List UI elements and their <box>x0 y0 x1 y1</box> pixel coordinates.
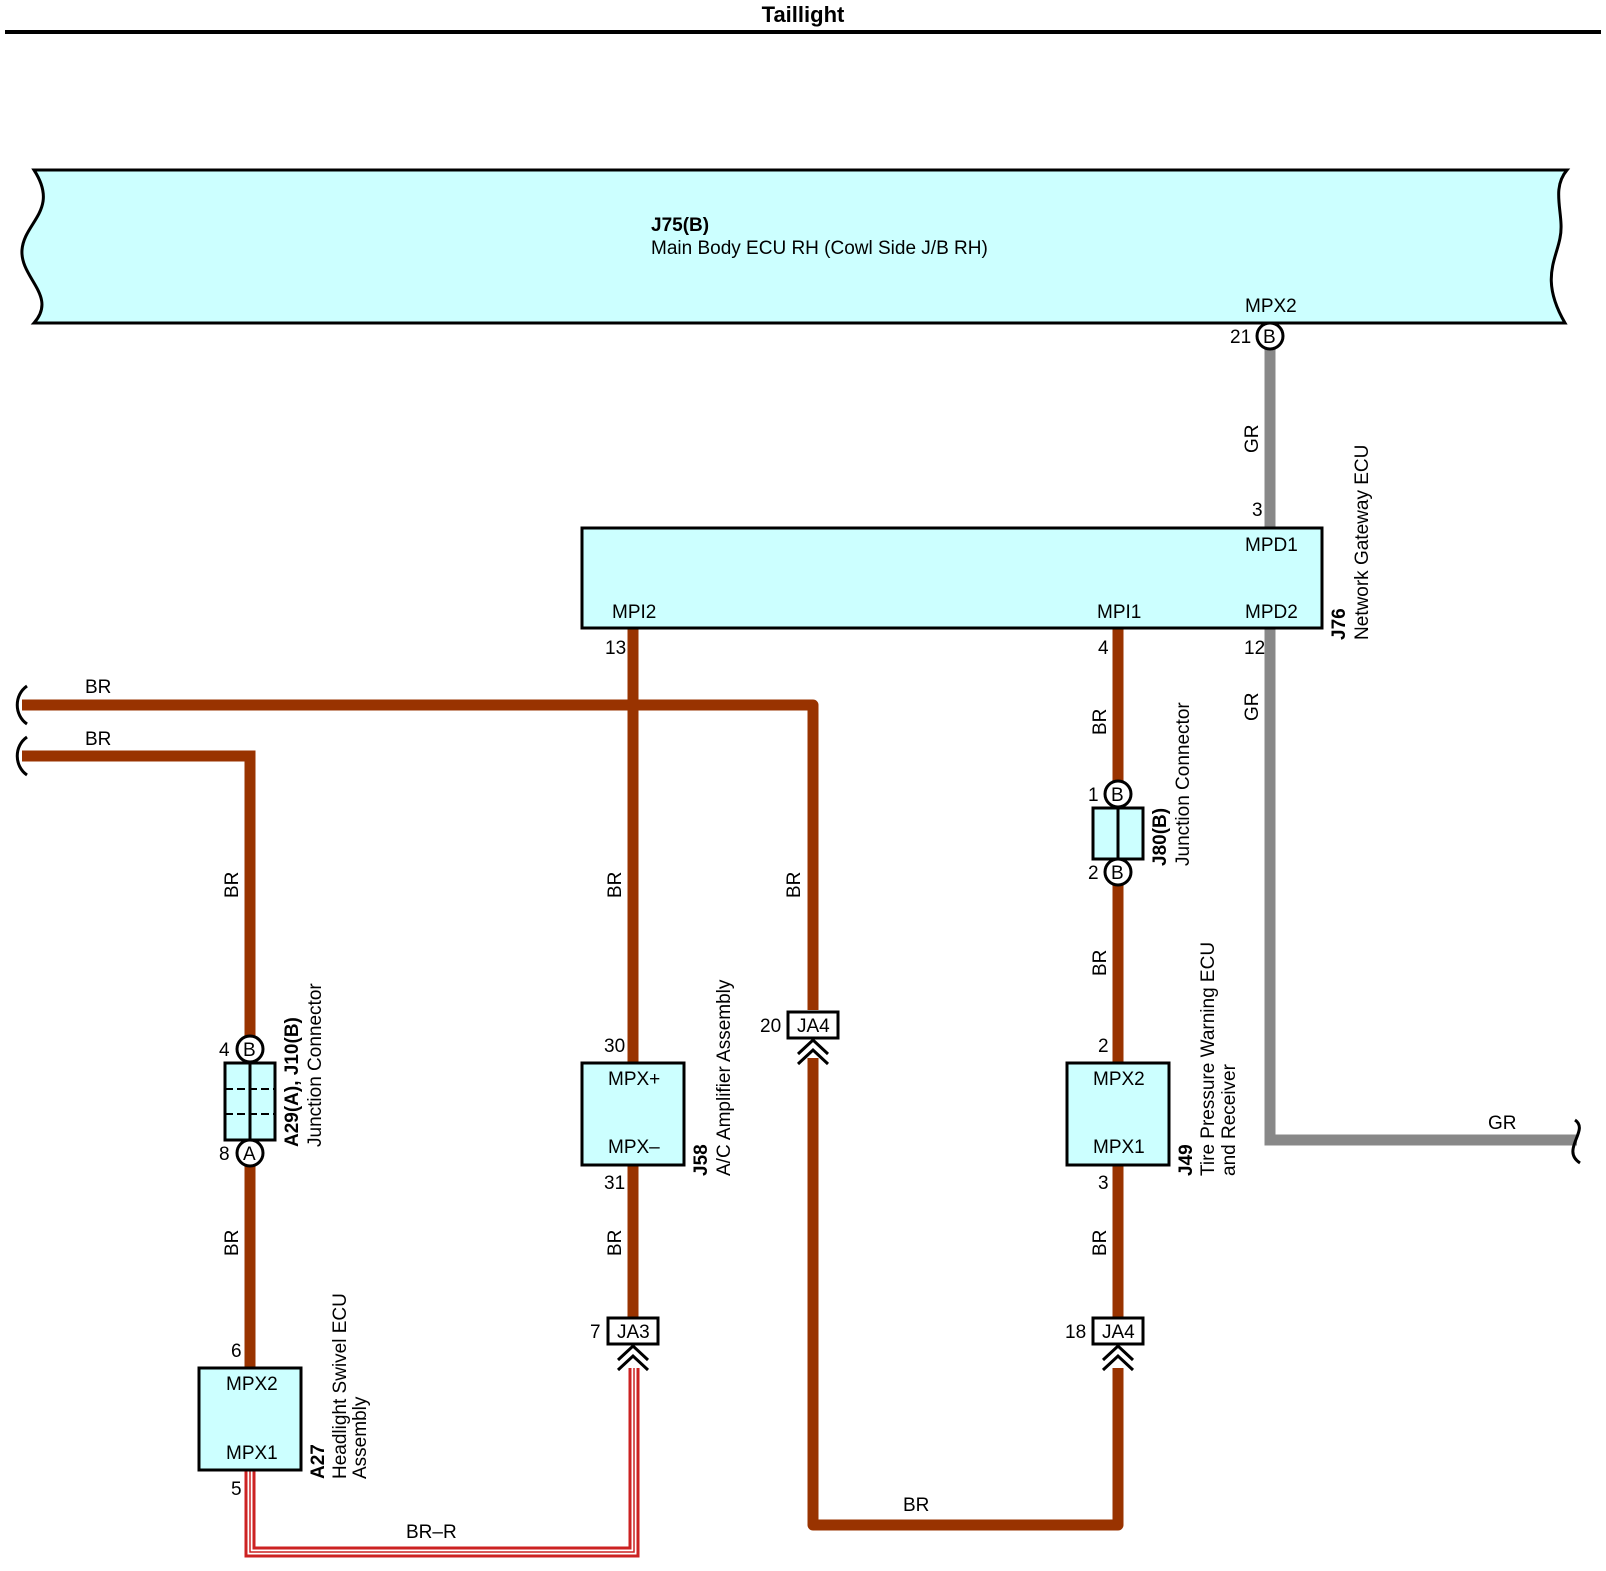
wire-break-left-second <box>15 735 28 777</box>
wire-label-br-second: BR <box>85 729 111 750</box>
headlight-swivel-name-1: Headlight Swivel ECU <box>330 1293 351 1479</box>
junction-a29-top-pin: 4 <box>219 1040 230 1061</box>
connector-ja4-right-chevron <box>1101 1343 1135 1372</box>
headlight-swivel-box <box>197 1366 303 1472</box>
wire-break-left-top <box>15 684 28 726</box>
ac-amplifier-code: J58 <box>691 1144 712 1176</box>
junction-a29-bottom-conn: A <box>243 1144 256 1165</box>
wire-label-br-bottom: BR <box>903 1495 929 1516</box>
junction-j80-bottom-pin: 2 <box>1088 863 1099 884</box>
headlight-swivel-pin-mpx2: MPX2 <box>226 1374 278 1395</box>
tire-pressure-box <box>1065 1061 1171 1167</box>
wire-label-br-ac-ja3: BR <box>605 1230 626 1256</box>
network-gateway-pin-mpd2: MPD2 <box>1245 602 1298 623</box>
connector-ja3-label: JA3 <box>617 1322 650 1343</box>
tire-pressure-pin-mpx2: MPX2 <box>1093 1069 1145 1090</box>
connector-main-body-b-label: B <box>1263 327 1276 348</box>
connector-ja4-left-chevron <box>796 1037 830 1066</box>
wire-break-right <box>1571 1118 1581 1165</box>
junction-j80-code: J80(B) <box>1150 808 1171 866</box>
tire-pressure-code: J49 <box>1176 1144 1197 1176</box>
wire-label-br-ja4-left: BR <box>784 872 805 898</box>
tire-pressure-name-1: Tire Pressure Warning ECU <box>1198 942 1219 1176</box>
ac-amplifier-pin-plus-num: 30 <box>604 1036 625 1057</box>
wire-gr-bottom <box>1264 628 1577 1146</box>
junction-a29-bottom-pin: 8 <box>219 1144 230 1165</box>
junction-j80-top-pin: 1 <box>1088 785 1099 806</box>
ac-amplifier-pin-minus-num: 31 <box>604 1173 625 1194</box>
wire-br-r <box>244 1368 640 1558</box>
wire-label-gr-top: GR <box>1242 425 1263 454</box>
wire-label-gr-right: GR <box>1488 1113 1517 1134</box>
wire-br-top-horizontal <box>22 699 819 1010</box>
ac-amplifier-box <box>580 1061 686 1167</box>
connector-ja4-right-pin: 18 <box>1065 1322 1086 1343</box>
network-gateway-pin-mpd1: MPD1 <box>1245 535 1298 556</box>
tire-pressure-pin-mpx1: MPX1 <box>1093 1137 1145 1158</box>
junction-a29-bottom-circle <box>235 1138 265 1168</box>
wire-label-br-j80-j49: BR <box>1090 950 1111 976</box>
network-gateway-pin-mpi2: MPI2 <box>612 602 656 623</box>
wire-label-br-j49-ja4: BR <box>1090 1230 1111 1256</box>
headlight-swivel-pin-mpx2-num: 6 <box>231 1341 242 1362</box>
headlight-swivel-pin-mpx1: MPX1 <box>226 1443 278 1464</box>
junction-a29-top-conn: B <box>243 1040 256 1061</box>
wire-label-br-r: BR–R <box>406 1522 457 1543</box>
tire-pressure-pin-mpx2-num: 2 <box>1098 1036 1109 1057</box>
junction-j80-top-conn: B <box>1111 785 1124 806</box>
junction-j80-bottom-conn: B <box>1111 863 1124 884</box>
main-body-ecu-pin-num: 21 <box>1230 327 1251 348</box>
tire-pressure-name-2: and Receiver <box>1219 1063 1240 1176</box>
network-gateway-box <box>580 526 1324 630</box>
junction-a29-code: A29(A), J10(B) <box>282 1017 303 1147</box>
network-gateway-pin-mpd2-num: 12 <box>1244 638 1265 659</box>
connector-ja4-right-box <box>1091 1316 1145 1346</box>
ac-amplifier-pin-minus: MPX– <box>608 1137 660 1158</box>
connector-ja3-pin: 7 <box>590 1322 601 1343</box>
network-gateway-pin-mpd1-num: 3 <box>1252 500 1263 521</box>
network-gateway-pin-mpi1: MPI1 <box>1097 602 1141 623</box>
junction-j80-bottom-circle <box>1103 857 1133 887</box>
main-body-ecu-code: J75(B) <box>651 215 709 236</box>
headlight-swivel-pin-mpx1-num: 5 <box>231 1479 242 1500</box>
wire-br-bottom-loop <box>807 1058 1124 1531</box>
connector-ja4-left-label: JA4 <box>797 1016 830 1037</box>
wire-label-br-top: BR <box>85 677 111 698</box>
connector-ja3-chevron <box>616 1343 650 1372</box>
wire-label-br-a29-top: BR <box>222 872 243 898</box>
headlight-swivel-name-2: Assembly <box>350 1396 371 1479</box>
network-gateway-name: Network Gateway ECU <box>1352 445 1373 640</box>
main-body-ecu-name: Main Body ECU RH (Cowl Side J/B RH) <box>651 238 988 259</box>
network-gateway-pin-mpi1-num: 4 <box>1098 638 1109 659</box>
network-gateway-code: J76 <box>1329 608 1350 640</box>
wire-label-br-a29-bottom: BR <box>222 1230 243 1256</box>
wire-label-gr-mpd2: GR <box>1242 693 1263 722</box>
connector-main-body-b <box>1255 321 1285 351</box>
connector-ja4-left-box <box>786 1010 840 1040</box>
headlight-swivel-code: A27 <box>308 1444 329 1479</box>
ac-amplifier-pin-plus: MPX+ <box>608 1069 660 1090</box>
junction-a29-name: Junction Connector <box>305 983 326 1147</box>
ac-amplifier-name: A/C Amplifier Assembly <box>714 979 735 1176</box>
page-title: Taillight <box>761 2 845 27</box>
wire-br-second-horizontal <box>22 750 256 1036</box>
tire-pressure-pin-mpx1-num: 3 <box>1098 1173 1109 1194</box>
main-body-ecu-box <box>20 168 1571 325</box>
network-gateway-pin-mpi2-num: 13 <box>605 638 626 659</box>
title-rule <box>5 30 1601 34</box>
junction-j80-name: Junction Connector <box>1173 702 1194 866</box>
connector-ja4-left-pin: 20 <box>760 1016 781 1037</box>
connector-ja4-right-label: JA4 <box>1102 1322 1135 1343</box>
main-body-ecu-pin-name: MPX2 <box>1245 296 1297 317</box>
wire-label-br-mpi2: BR <box>605 872 626 898</box>
wire-label-br-mpi1: BR <box>1090 709 1111 735</box>
